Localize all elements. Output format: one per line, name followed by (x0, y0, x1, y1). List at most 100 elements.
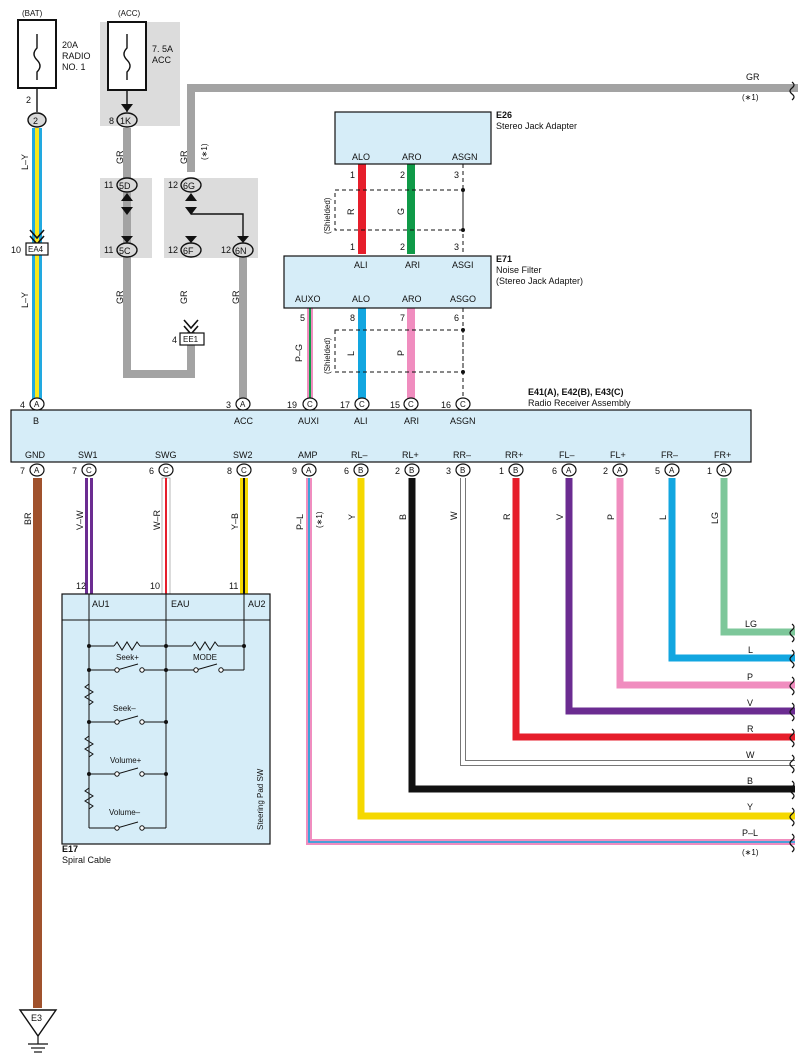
svg-text:ASGN: ASGN (450, 416, 476, 426)
svg-text:GND: GND (25, 450, 46, 460)
svg-text:W: W (449, 511, 459, 520)
svg-text:6: 6 (344, 466, 349, 476)
svg-text:P–L: P–L (295, 514, 305, 530)
svg-text:C: C (307, 400, 313, 409)
radio-pin-gnd: GND 7 A BR (20, 450, 46, 525)
svg-text:(Shielded): (Shielded) (323, 337, 332, 374)
svg-text:A: A (617, 466, 623, 475)
svg-text:AU2: AU2 (248, 599, 266, 609)
svg-text:P–L: P–L (742, 828, 758, 838)
svg-text:ASGO: ASGO (450, 294, 476, 304)
wire-label-gr-1: GR (115, 150, 125, 164)
svg-text:C: C (408, 400, 414, 409)
fuse-radio-no1: (BAT) 20A RADIO NO. 1 2 2 (17, 9, 91, 128)
svg-text:LG: LG (745, 619, 757, 629)
radio-receiver-assembly: E41(A), E42(B), E43(C) Radio Receiver As… (10, 387, 752, 530)
svg-text:ALI: ALI (354, 416, 368, 426)
svg-text:L: L (346, 351, 356, 356)
svg-text:BR: BR (23, 512, 33, 525)
svg-text:19: 19 (287, 400, 297, 410)
svg-text:FR–: FR– (661, 450, 678, 460)
svg-text:5D: 5D (119, 181, 131, 191)
svg-text:12: 12 (168, 245, 178, 255)
svg-text:9: 9 (292, 466, 297, 476)
svg-text:ARI: ARI (404, 416, 419, 426)
shield-box-e71 (334, 329, 464, 373)
svg-text:(Stereo Jack Adapter): (Stereo Jack Adapter) (496, 276, 583, 286)
svg-text:AMP: AMP (298, 450, 318, 460)
svg-text:7: 7 (20, 466, 25, 476)
svg-text:A: A (306, 466, 312, 475)
svg-text:B: B (409, 466, 414, 475)
wire-v-w (85, 478, 93, 594)
svg-text:Steering Pad SW: Steering Pad SW (256, 768, 265, 830)
svg-text:E41(A), E42(B), E43(C): E41(A), E42(B), E43(C) (528, 387, 624, 397)
svg-text:20A: 20A (62, 40, 78, 50)
wire-label-ly-2: L–Y (20, 292, 30, 308)
radio-pin-fl-plus: FL+ 2 A P (603, 450, 628, 520)
radio-top-pin-auxi: 19 C AUXI (287, 397, 319, 426)
connector-ea4: EA4 10 (11, 229, 49, 256)
svg-text:R: R (346, 208, 356, 215)
svg-text:ARI: ARI (405, 260, 420, 270)
svg-text:Stereo Jack Adapter: Stereo Jack Adapter (496, 121, 577, 131)
radio-pin-fr-minus: FR– 5 A L (655, 450, 680, 520)
svg-text:1: 1 (350, 242, 355, 252)
svg-text:7. 5A: 7. 5A (152, 44, 173, 54)
svg-text:4: 4 (20, 400, 25, 410)
svg-text:6: 6 (552, 466, 557, 476)
svg-text:ARO: ARO (402, 152, 422, 162)
svg-text:(Shielded): (Shielded) (323, 197, 332, 234)
radio-pin-swg: SWG 6 C W–R (149, 450, 177, 530)
svg-text:ARO: ARO (402, 294, 422, 304)
svg-text:5: 5 (300, 313, 305, 323)
wire-br (33, 478, 42, 1008)
svg-text:12: 12 (76, 581, 86, 591)
svg-text:16: 16 (441, 400, 451, 410)
e17-spiral-cable: 12 10 11 AU1 EAU AU2 E17 Spiral Cable St… (61, 581, 271, 865)
wire-w (460, 478, 795, 766)
wire-break-marks (789, 81, 795, 853)
wire-label-gr-4: GR (179, 290, 189, 304)
svg-text:ALI: ALI (354, 260, 368, 270)
svg-text:Noise Filter: Noise Filter (496, 265, 542, 275)
svg-text:Seek+: Seek+ (116, 653, 139, 662)
wire-red-e26 (358, 164, 366, 254)
connector-6g: 12 6G (168, 177, 202, 215)
top-gr-note: (∗1) (742, 93, 759, 102)
junction-6g-6n (191, 213, 244, 236)
svg-text:5C: 5C (119, 246, 131, 256)
wire-green-e26 (407, 164, 415, 254)
svg-text:LG: LG (710, 512, 720, 524)
svg-text:A: A (566, 466, 572, 475)
svg-text:SW2: SW2 (233, 450, 253, 460)
svg-text:1: 1 (350, 170, 355, 180)
svg-text:8: 8 (350, 313, 355, 323)
svg-text:RADIO: RADIO (62, 51, 91, 61)
svg-text:RR–: RR– (453, 450, 471, 460)
svg-text:6: 6 (454, 313, 459, 323)
svg-text:P–G: P–G (294, 344, 304, 362)
wire-l-y (32, 128, 42, 400)
svg-text:3: 3 (446, 466, 451, 476)
svg-text:5: 5 (655, 466, 660, 476)
svg-text:ACC: ACC (152, 55, 172, 65)
radio-top-pin-asgn: 16 C ASGN (441, 397, 476, 426)
svg-text:AUXI: AUXI (298, 416, 319, 426)
svg-text:Spiral Cable: Spiral Cable (62, 855, 111, 865)
svg-text:C: C (241, 466, 247, 475)
svg-text:6G: 6G (183, 181, 195, 191)
svg-text:11: 11 (229, 581, 238, 591)
svg-text:V: V (555, 514, 565, 520)
svg-text:(ACC): (ACC) (118, 9, 141, 18)
svg-text:4: 4 (172, 335, 177, 345)
svg-text:6F: 6F (183, 246, 194, 256)
connector-5c: 11 5C (104, 236, 138, 258)
svg-text:V: V (747, 698, 753, 708)
svg-text:ASGN: ASGN (452, 152, 478, 162)
svg-text:10: 10 (150, 581, 160, 591)
wire-blue-e71 (358, 308, 366, 400)
svg-text:E26: E26 (496, 110, 512, 120)
svg-text:10: 10 (11, 245, 21, 255)
svg-text:Radio Receiver Assembly: Radio Receiver Assembly (528, 398, 631, 408)
